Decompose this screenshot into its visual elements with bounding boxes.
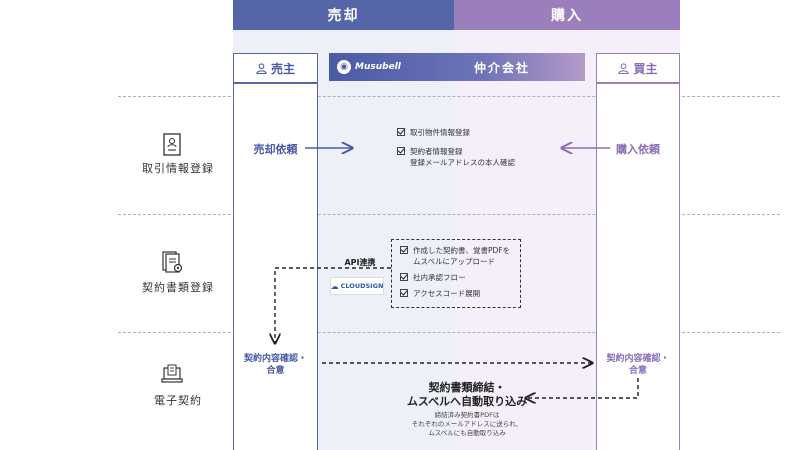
logo-text: Musubell	[355, 62, 401, 72]
buyer-label-text: 買主	[633, 61, 658, 76]
buyer-column: 買主	[596, 53, 680, 450]
checklist-item: 契約者情報登録登録メールアドレスの本人確認	[397, 146, 587, 168]
seller-label-text: 売主	[270, 61, 295, 76]
person-icon	[256, 62, 267, 74]
row-label-transaction: 取引情報登録	[142, 162, 214, 175]
step2-checklist: 作成した契約書、覚書PDFをムスベルにアップロード 社内承認フロー アクセスコー…	[400, 245, 518, 299]
buy-header: 購入	[454, 0, 680, 30]
cloud-icon: ☁	[330, 281, 339, 291]
buyer-contract-confirm: 契約内容確認・合意	[606, 354, 670, 376]
step1-checklist: 取引物件情報登録 契約者情報登録登録メールアドレスの本人確認	[397, 127, 587, 168]
sell-header: 売却	[233, 0, 454, 30]
seller-label-underline	[234, 82, 317, 84]
row-divider	[118, 332, 780, 333]
musubell-logo: ◉ Musubell	[337, 60, 401, 74]
row-divider	[118, 214, 780, 215]
document-icon	[163, 133, 181, 156]
checkbox-checked-icon	[397, 147, 405, 155]
checkbox-checked-icon	[400, 246, 408, 254]
person-icon	[618, 62, 630, 74]
upload-to-seller-arrow	[275, 267, 391, 343]
laptop-contract-icon	[161, 364, 183, 383]
broker-bar: ◉ Musubell 仲介会社	[329, 53, 585, 81]
seller-sale-request: 売却依頼	[253, 143, 298, 156]
row-label-econtract: 電子契約	[154, 394, 202, 407]
documents-gear-icon	[162, 251, 183, 273]
contract-signed-description: 締結済み契約書PDFはそれぞれのメールアドレスに送られ、ムスベルにも自動取り込み	[411, 411, 523, 437]
seller-column-label: 売主	[234, 54, 317, 82]
buyer-column-label: 買主	[597, 54, 679, 82]
document-upload-box	[391, 239, 521, 308]
broker-title: 仲介会社	[473, 60, 530, 75]
row-label-documents: 契約書類登録	[142, 281, 214, 294]
checklist-item: アクセスコード展開	[400, 288, 518, 299]
checklist-item: 取引物件情報登録	[397, 127, 587, 138]
checkbox-checked-icon	[397, 128, 405, 136]
logo-mark-icon: ◉	[337, 60, 351, 74]
buyer-purchase-request: 購入依頼	[616, 143, 660, 156]
seller-column: 売主	[233, 53, 318, 450]
api-link-label: API連携	[344, 258, 376, 267]
contract-signed-title: 契約書類締結・ムスベルへ自動取り込み	[406, 381, 528, 408]
cloudsign-logo: ☁ CLOUDSIGN	[330, 277, 384, 295]
checkbox-checked-icon	[400, 273, 408, 281]
checklist-item: 社内承認フロー	[400, 272, 518, 283]
buyer-to-result-arrow	[526, 378, 639, 398]
checkbox-checked-icon	[400, 289, 408, 297]
seller-contract-confirm: 契約内容確認・合意	[243, 354, 307, 376]
checklist-item: 作成した契約書、覚書PDFをムスベルにアップロード	[400, 245, 518, 267]
buyer-label-underline	[597, 82, 679, 84]
row-divider	[118, 96, 780, 97]
